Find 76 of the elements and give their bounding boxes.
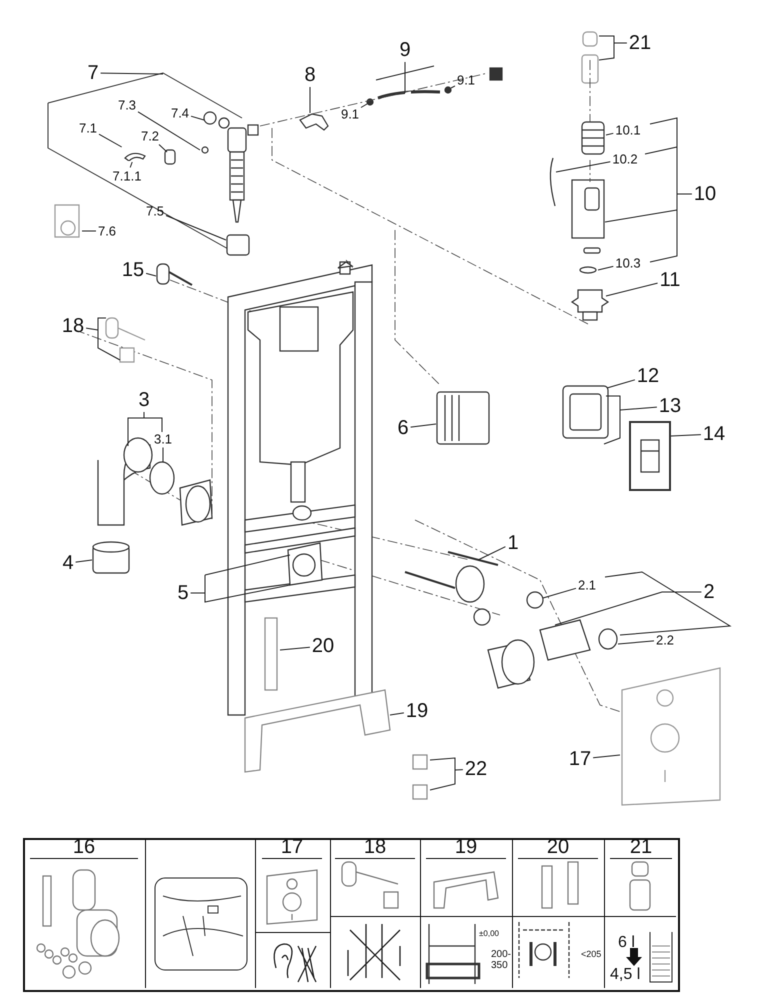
callout-number: 3.1 bbox=[152, 432, 174, 446]
dimension-label: 200-350 bbox=[491, 950, 512, 971]
leader-line bbox=[190, 116, 204, 120]
callout-number: 7.6 bbox=[96, 224, 118, 238]
callout-number: 7.1.1 bbox=[112, 168, 142, 184]
leader-line bbox=[128, 412, 162, 446]
callout-number: 11 bbox=[658, 269, 682, 291]
callout-number: 9 bbox=[398, 39, 412, 61]
leader-line bbox=[280, 646, 310, 650]
leader-line bbox=[410, 424, 436, 428]
callout-number: 3 bbox=[137, 389, 151, 411]
leader-line bbox=[146, 272, 156, 276]
leader-line bbox=[592, 754, 620, 758]
leader-line bbox=[190, 554, 290, 603]
callout-number: 7.5 bbox=[144, 204, 166, 218]
callout-number: 9.1 bbox=[456, 72, 476, 88]
callout-number: 10.2 bbox=[611, 152, 639, 166]
volume-label: 6 l bbox=[618, 935, 635, 952]
leader-line bbox=[606, 132, 614, 136]
callout-number: 20 bbox=[310, 635, 336, 657]
callout-number: 2.1 bbox=[576, 578, 598, 592]
callout-number: 7 bbox=[86, 62, 100, 84]
leader-line bbox=[598, 36, 628, 60]
dimension-label: <205 bbox=[581, 950, 602, 960]
leader-line bbox=[598, 266, 614, 270]
callout-number: 10.3 bbox=[614, 256, 642, 270]
callout-number: 2 bbox=[702, 581, 716, 603]
leader-line bbox=[130, 162, 133, 168]
leader-line bbox=[75, 560, 92, 563]
leader-line bbox=[376, 62, 434, 94]
leader-line bbox=[604, 396, 658, 444]
leader-line bbox=[618, 640, 654, 644]
callout-number: 7.3 bbox=[116, 98, 138, 112]
leader-line bbox=[670, 434, 702, 436]
leader-line bbox=[390, 712, 404, 716]
leader-line bbox=[606, 282, 658, 296]
callout-number: 7.4 bbox=[170, 106, 190, 120]
leader-line bbox=[604, 117, 692, 262]
callout-number: 7.2 bbox=[140, 128, 160, 144]
callout-number: 13 bbox=[658, 395, 682, 417]
volume-label: 4,5 l bbox=[610, 967, 640, 984]
callout-number: 17 bbox=[568, 748, 592, 770]
callout-number: 18 bbox=[60, 315, 86, 337]
leader-line bbox=[166, 215, 226, 240]
callout-number: 10 bbox=[692, 183, 718, 205]
leader-line bbox=[450, 85, 456, 88]
leader-line bbox=[138, 111, 200, 150]
leader-line bbox=[554, 571, 732, 636]
callout-number: 7.1 bbox=[78, 120, 98, 136]
callout-number: 4 bbox=[61, 552, 75, 574]
leader-line bbox=[542, 588, 576, 598]
leader-line bbox=[158, 144, 168, 152]
dimension-label: ±0,00 bbox=[479, 930, 499, 938]
callout-number: 12 bbox=[636, 365, 660, 387]
callout-number: 10.1 bbox=[614, 122, 642, 138]
leader-line bbox=[162, 447, 164, 462]
leader-line bbox=[98, 134, 122, 148]
callout-number: 1 bbox=[506, 532, 520, 554]
leader-line bbox=[430, 757, 464, 790]
leader-line bbox=[478, 546, 506, 560]
callout-number: 2.2 bbox=[654, 632, 676, 648]
callout-number: 15 bbox=[120, 259, 146, 281]
leader-line bbox=[86, 318, 120, 360]
leader-line bbox=[556, 161, 611, 172]
callout-number: 9.1 bbox=[340, 106, 360, 122]
leader-line bbox=[360, 104, 368, 108]
callout-number: 14 bbox=[702, 423, 726, 445]
callout-number: 8 bbox=[303, 64, 317, 86]
callout-number: 22 bbox=[464, 758, 488, 780]
callout-number: 21 bbox=[628, 32, 652, 54]
leader-line bbox=[100, 72, 164, 74]
callout-number: 6 bbox=[396, 417, 410, 439]
callout-number: 5 bbox=[176, 582, 190, 604]
leader-line bbox=[82, 230, 96, 232]
callout-number: 19 bbox=[404, 700, 430, 722]
leader-line bbox=[606, 379, 636, 388]
